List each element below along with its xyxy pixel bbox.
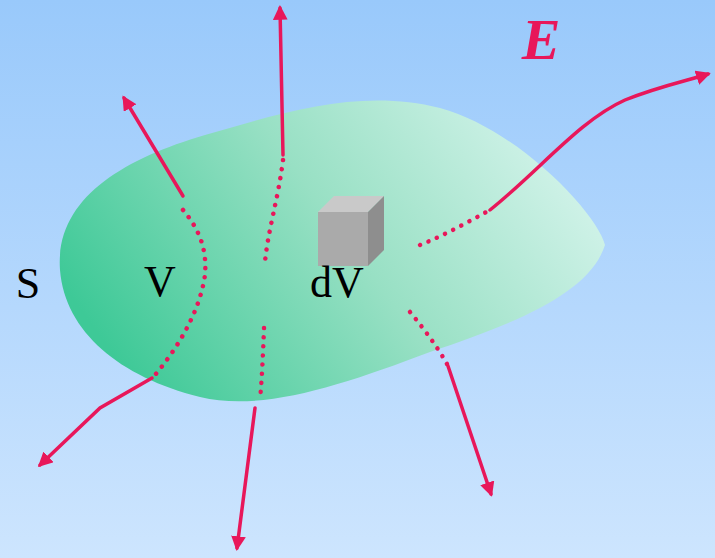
volume-element-label: dV [310, 261, 364, 305]
field-lines [40, 8, 708, 548]
volume-label: V [144, 260, 176, 304]
surface-label: S [16, 262, 40, 306]
surface-shape [60, 101, 605, 402]
volume-region: S VdV [8, 80, 620, 425]
volume-outline [8, 80, 620, 425]
field-symbol: E [522, 11, 561, 69]
volume-element-cube [318, 196, 384, 266]
